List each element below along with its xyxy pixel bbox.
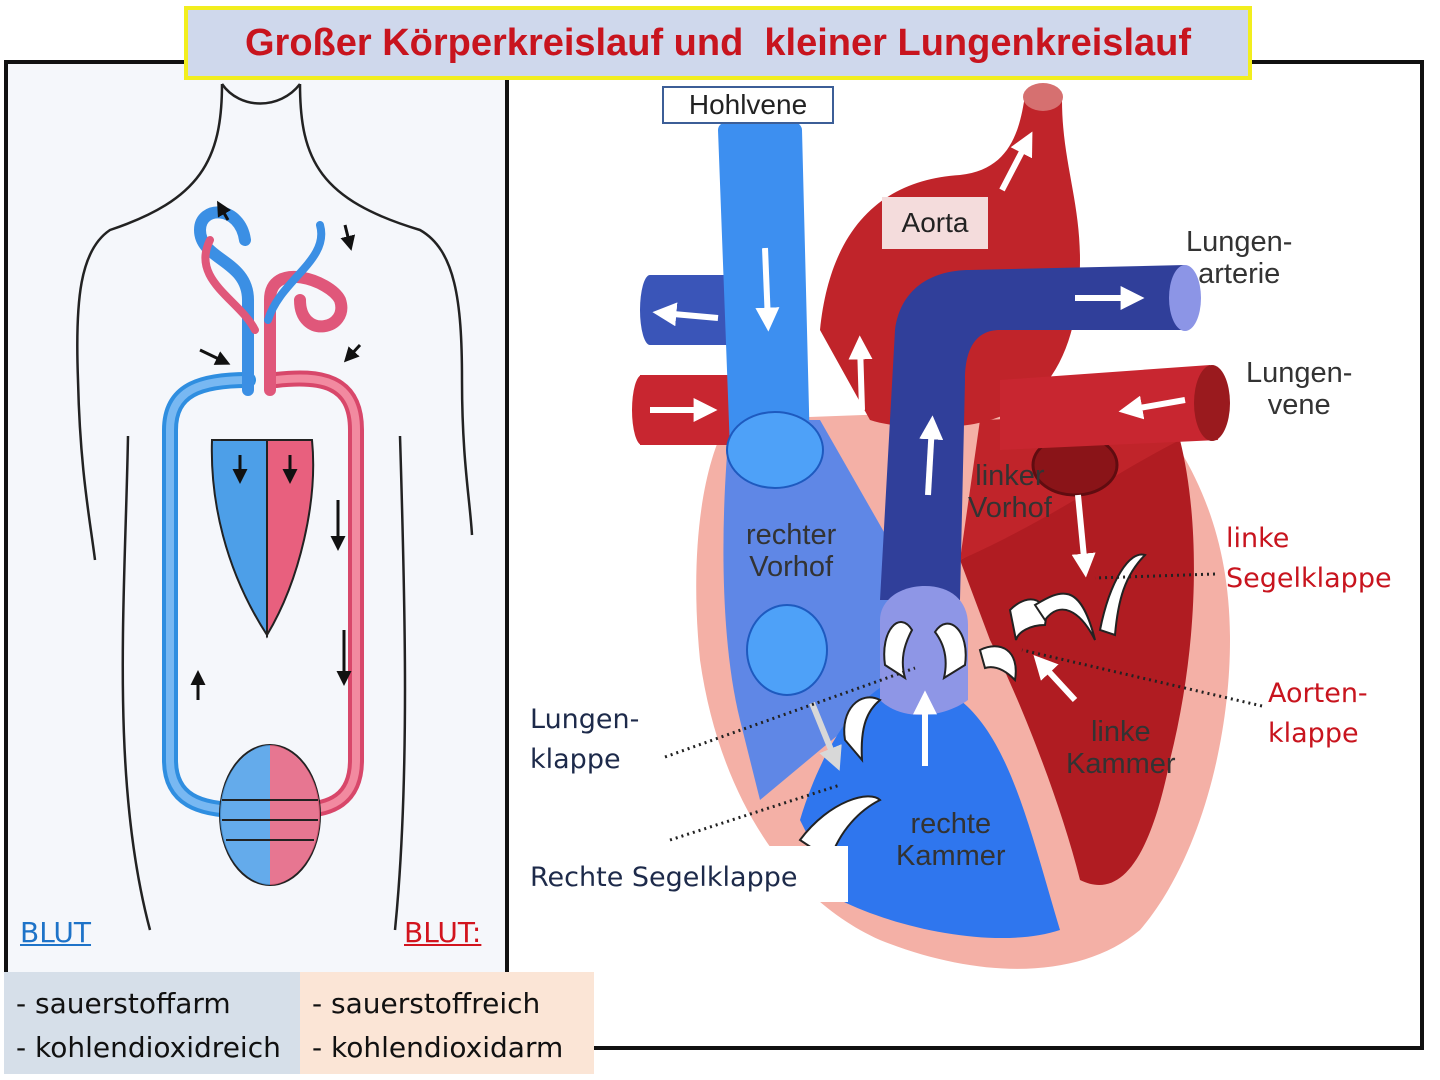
aorta-label: Aorta <box>901 207 969 238</box>
body-outline <box>75 83 474 931</box>
legend-item-text: sauerstoffarm <box>35 987 231 1020</box>
rechter-vorhof-line1: rechter <box>746 519 837 551</box>
linker-vorhof-line1: linker <box>975 460 1045 492</box>
lungenarterie-label: Lungen- arterie <box>1186 226 1292 290</box>
rechter-vorhof-label: rechter Vorhof <box>746 519 836 583</box>
grey-flow-arrow <box>809 701 842 771</box>
legend-header-oxygen-rich: BLUT: <box>404 916 482 949</box>
linker-vorhof-label: linker Vorhof <box>968 460 1052 524</box>
linke-kammer-line2: Kammer <box>1066 748 1176 780</box>
lungenarterie-label-line2: arterie <box>1198 258 1281 290</box>
legend-item: - sauerstoffreich <box>312 987 541 1020</box>
hohlvene-label: Hohlvene <box>688 89 808 120</box>
lungenvene-label: Lungen- vene <box>1246 357 1352 421</box>
hohlvene-opening <box>726 411 824 489</box>
linker-vorhof-line2: Vorhof <box>968 492 1052 524</box>
rechter-vorhof-line2: Vorhof <box>749 551 834 583</box>
legend-oxygen-rich-list: - sauerstoffreich - kohlendioxidarm <box>300 972 594 1070</box>
legend-oxygen-rich-box: - sauerstoffreich - kohlendioxidarm <box>300 972 594 1074</box>
vena-cava-inferior-opening <box>746 604 828 696</box>
linke-segelklappe-line1: linke <box>1226 523 1290 554</box>
valve-flaps <box>798 553 1147 862</box>
title-box: Großer Körperkreislauf und kleiner Lunge… <box>184 6 1252 80</box>
lungenvene-vessel <box>1000 365 1218 450</box>
legend-header-oxygen-poor: BLUT <box>20 916 92 949</box>
linke-segelklappe-label: linke Segelklappe <box>1226 519 1392 599</box>
panel-divider <box>505 62 509 1050</box>
pointer-lines <box>664 572 1263 842</box>
legend-oxygen-poor-box: - sauerstoffarm - kohlendioxidreich <box>4 972 300 1074</box>
lungenklappe-valve <box>880 586 968 715</box>
right-ventricle <box>800 680 1060 939</box>
aorta-vessel <box>820 95 1080 428</box>
body-flow-arrows <box>190 200 362 700</box>
legend-oxygen-poor-list: - sauerstoffarm - kohlendioxidreich <box>4 972 300 1070</box>
rechte-kammer-line1: rechte <box>910 808 992 840</box>
aortenklappe-line2: klappe <box>1268 718 1359 749</box>
aorta-label-box: Aorta <box>882 197 988 249</box>
left-ventricle <box>960 440 1194 885</box>
legend-item: - kohlendioxidreich <box>16 1031 281 1064</box>
linke-segelklappe-line2: Segelklappe <box>1226 563 1392 594</box>
lungenarterie-vessel <box>880 265 1185 600</box>
legend-item: - kohlendioxidarm <box>312 1031 564 1064</box>
heart-flow-arrows <box>650 131 1186 766</box>
aortenklappe-label: Aorten- klappe <box>1268 674 1368 754</box>
rechte-segelklappe-label: Rechte Segelklappe <box>530 862 798 893</box>
lungenklappe-label: Lungen- klappe <box>530 700 639 780</box>
lungenvene-label-line1: Lungen- <box>1246 357 1353 389</box>
legend-item: - sauerstoffarm <box>16 987 231 1020</box>
page-title: Großer Körperkreislauf und kleiner Lunge… <box>244 21 1191 64</box>
body-capillaries <box>219 744 321 886</box>
lungenarterie-label-line1: Lungen- <box>1186 226 1293 258</box>
linke-kammer-label: linke Kammer <box>1066 716 1176 780</box>
lungenklappe-line1: Lungen- <box>530 704 640 735</box>
hohlvene-label-box: Hohlvene <box>662 86 834 124</box>
aortenklappe-line1: Aorten- <box>1268 678 1368 709</box>
lungenklappe-line2: klappe <box>530 744 621 775</box>
circulation-loops <box>162 206 364 818</box>
legend-item-text: kohlendioxidreich <box>35 1031 281 1064</box>
rechte-segelklappe-box <box>520 846 848 902</box>
body-heart <box>210 439 315 639</box>
lungenvene-label-line2: vene <box>1267 389 1331 421</box>
rechte-kammer-label: rechte Kammer <box>896 808 1006 872</box>
linke-kammer-line1: linke <box>1090 716 1151 748</box>
rechte-kammer-line2: Kammer <box>896 840 1006 872</box>
